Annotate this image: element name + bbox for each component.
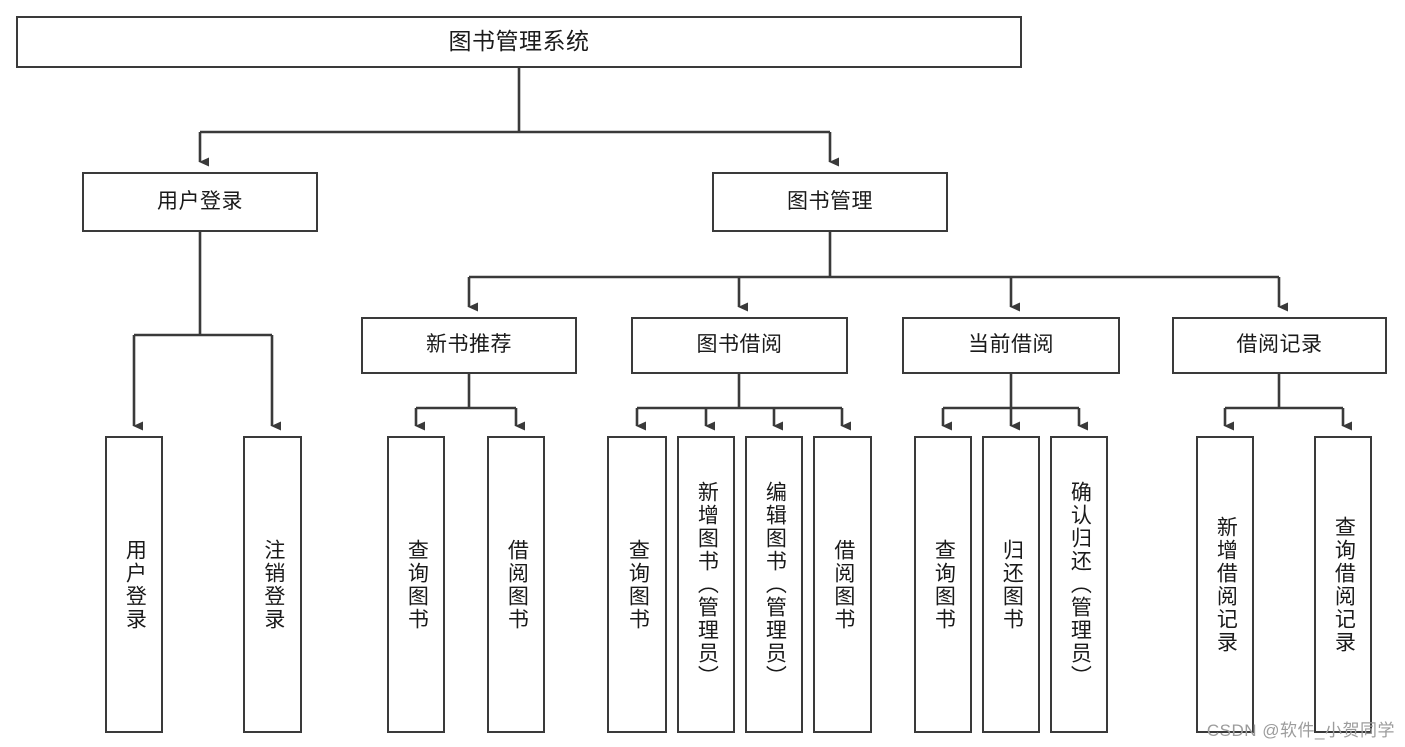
node-leaf-query-book-3[interactable]: 查询图书	[914, 436, 972, 733]
node-leaf-edit-book[interactable]: 编辑图书（管理员）	[745, 436, 803, 733]
node-leaf-edit-book-label: 编辑图书（管理员）	[763, 481, 787, 688]
node-leaf-logout[interactable]: 注销登录	[243, 436, 302, 733]
node-root[interactable]: 图书管理系统	[16, 16, 1022, 68]
node-new-book-recommend[interactable]: 新书推荐	[361, 317, 577, 374]
node-new-book-recommend-label: 新书推荐	[426, 333, 512, 357]
node-leaf-add-book-label: 新增图书（管理员）	[695, 481, 719, 688]
node-leaf-borrow-book-2-label: 借阅图书	[831, 538, 855, 631]
node-user-login[interactable]: 用户登录	[82, 172, 318, 232]
node-leaf-logout-label: 注销登录	[261, 538, 285, 631]
node-leaf-return-book-label: 归还图书	[1000, 538, 1024, 631]
node-current-borrow-label: 当前借阅	[968, 333, 1054, 357]
node-borrow-record[interactable]: 借阅记录	[1172, 317, 1387, 374]
node-leaf-borrow-book-1-label: 借阅图书	[505, 538, 529, 631]
node-borrow-record-label: 借阅记录	[1236, 333, 1323, 357]
node-leaf-query-book-3-label: 查询图书	[932, 538, 956, 631]
node-leaf-query-record-label: 查询借阅记录	[1332, 515, 1356, 654]
watermark-text: CSDN @软件_小贺同学	[1206, 721, 1395, 740]
node-leaf-borrow-book-2[interactable]: 借阅图书	[813, 436, 872, 733]
node-leaf-borrow-book-1[interactable]: 借阅图书	[487, 436, 545, 733]
node-book-borrow[interactable]: 图书借阅	[631, 317, 848, 374]
node-leaf-user-login-label: 用户登录	[123, 538, 147, 631]
node-book-borrow-label: 图书借阅	[696, 333, 783, 357]
node-book-manage-label: 图书管理	[787, 189, 873, 213]
node-leaf-query-book-1[interactable]: 查询图书	[387, 436, 445, 733]
node-root-label: 图书管理系统	[448, 28, 590, 55]
node-leaf-confirm-return[interactable]: 确认归还（管理员）	[1050, 436, 1108, 733]
node-leaf-query-book-2-label: 查询图书	[626, 538, 650, 631]
node-user-login-label: 用户登录	[157, 189, 243, 213]
node-leaf-query-book-1-label: 查询图书	[405, 538, 429, 631]
node-leaf-user-login[interactable]: 用户登录	[105, 436, 163, 733]
node-current-borrow[interactable]: 当前借阅	[902, 317, 1120, 374]
node-leaf-add-record-label: 新增借阅记录	[1214, 515, 1238, 654]
node-leaf-return-book[interactable]: 归还图书	[982, 436, 1040, 733]
node-leaf-add-book[interactable]: 新增图书（管理员）	[677, 436, 735, 733]
node-leaf-confirm-return-label: 确认归还（管理员）	[1068, 481, 1092, 688]
node-book-manage[interactable]: 图书管理	[712, 172, 948, 232]
node-leaf-add-record[interactable]: 新增借阅记录	[1196, 436, 1254, 733]
node-leaf-query-record[interactable]: 查询借阅记录	[1314, 436, 1372, 733]
node-leaf-query-book-2[interactable]: 查询图书	[607, 436, 667, 733]
